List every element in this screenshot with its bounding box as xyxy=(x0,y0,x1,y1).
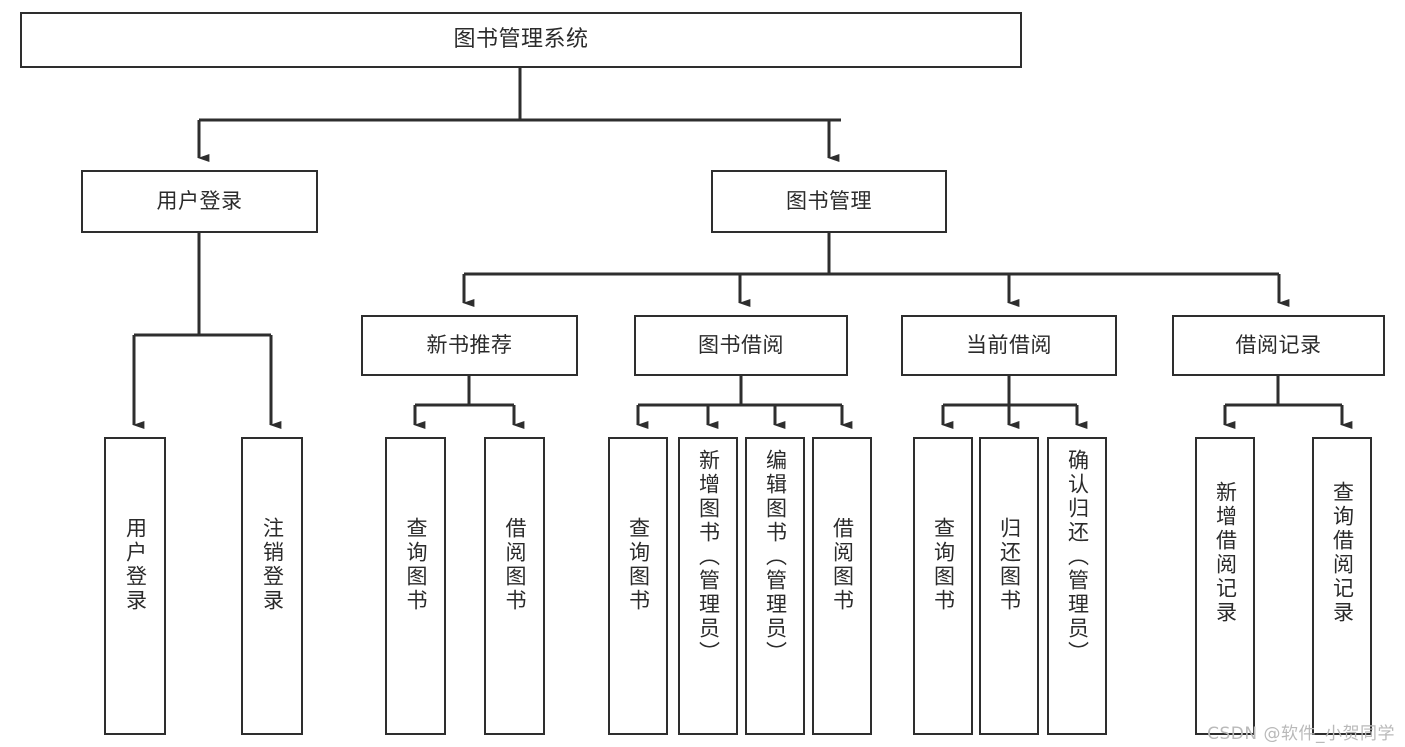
node-label: 确认归还（管理员） xyxy=(1065,449,1090,665)
node-label: 图书管理系统 xyxy=(453,26,589,52)
node-label: 注销登录 xyxy=(260,517,285,613)
node-user-login[interactable]: 用户登录 xyxy=(81,170,318,233)
leaf-query-borrow-record[interactable]: 查询借阅记录 xyxy=(1312,437,1372,735)
node-current-borrow[interactable]: 当前借阅 xyxy=(901,315,1117,376)
node-label: 借阅图书 xyxy=(830,517,855,613)
node-label: 编辑图书（管理员） xyxy=(763,449,788,665)
node-book-management[interactable]: 图书管理 xyxy=(711,170,947,233)
leaf-return-book[interactable]: 归还图书 xyxy=(979,437,1039,735)
leaf-query-book-current[interactable]: 查询图书 xyxy=(913,437,973,735)
leaf-logout[interactable]: 注销登录 xyxy=(241,437,303,735)
node-label: 当前借阅 xyxy=(966,332,1052,357)
node-label: 查询图书 xyxy=(404,517,428,613)
leaf-edit-book-admin[interactable]: 编辑图书（管理员） xyxy=(745,437,805,735)
node-book-borrow[interactable]: 图书借阅 xyxy=(634,315,848,376)
node-root-system[interactable]: 图书管理系统 xyxy=(20,12,1022,68)
node-label: 新增图书（管理员） xyxy=(696,449,721,665)
leaf-borrow-book-recommend[interactable]: 借阅图书 xyxy=(484,437,545,735)
node-label: 借阅图书 xyxy=(503,517,527,613)
node-label: 用户登录 xyxy=(123,517,148,613)
node-new-book-recommend[interactable]: 新书推荐 xyxy=(361,315,578,376)
node-borrow-record[interactable]: 借阅记录 xyxy=(1172,315,1385,376)
node-label: 新增借阅记录 xyxy=(1213,481,1238,625)
node-label: 新书推荐 xyxy=(426,332,513,357)
node-label: 图书管理 xyxy=(786,188,872,213)
leaf-add-borrow-record[interactable]: 新增借阅记录 xyxy=(1195,437,1255,735)
node-label: 借阅记录 xyxy=(1235,332,1322,357)
node-label: 查询图书 xyxy=(626,517,651,613)
node-label: 图书借阅 xyxy=(698,332,784,357)
leaf-user-login[interactable]: 用户登录 xyxy=(104,437,166,735)
node-label: 归还图书 xyxy=(997,517,1022,613)
leaf-borrow-book[interactable]: 借阅图书 xyxy=(812,437,872,735)
leaf-add-book-admin[interactable]: 新增图书（管理员） xyxy=(678,437,738,735)
node-label: 查询借阅记录 xyxy=(1330,481,1355,625)
node-label: 用户登录 xyxy=(156,188,243,213)
leaf-query-book-recommend[interactable]: 查询图书 xyxy=(385,437,446,735)
leaf-confirm-return-admin[interactable]: 确认归还（管理员） xyxy=(1047,437,1107,735)
node-label: 查询图书 xyxy=(931,517,956,613)
leaf-query-book-borrow[interactable]: 查询图书 xyxy=(608,437,668,735)
